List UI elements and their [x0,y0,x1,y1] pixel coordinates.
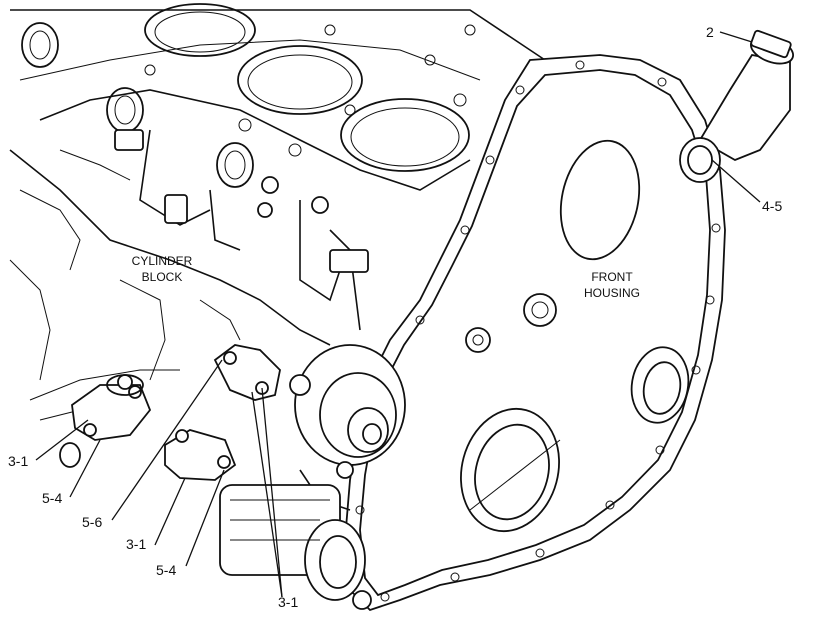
label-front-housing-line1: FRONT [591,270,633,284]
callout-4-5: 4-5 [762,198,782,214]
callout-leaders [35,31,761,598]
callout-5-4-left: 5-4 [42,490,62,506]
cylinder-block [9,3,561,401]
water-pump [289,344,406,511]
lower-left-cover-plate [39,374,152,468]
front-housing [344,29,794,612]
callout-3-1-bottom: 3-1 [278,594,298,610]
gasket-ring [106,374,144,396]
callout-2: 2 [706,24,714,40]
label-front-housing-line2: HOUSING [584,286,640,300]
callout-3-1-mid: 3-1 [126,536,146,552]
middle-cover-plate [164,429,237,481]
callout-3-1-left: 3-1 [8,453,28,469]
callout-5-4-mid: 5-4 [156,562,176,578]
label-cylinder-block-line1: CYLINDER [132,254,193,268]
upper-cover-plate [213,344,281,401]
starter-assembly [219,484,372,610]
callout-5-6: 5-6 [82,514,102,530]
label-cylinder-block-line2: BLOCK [142,270,183,284]
